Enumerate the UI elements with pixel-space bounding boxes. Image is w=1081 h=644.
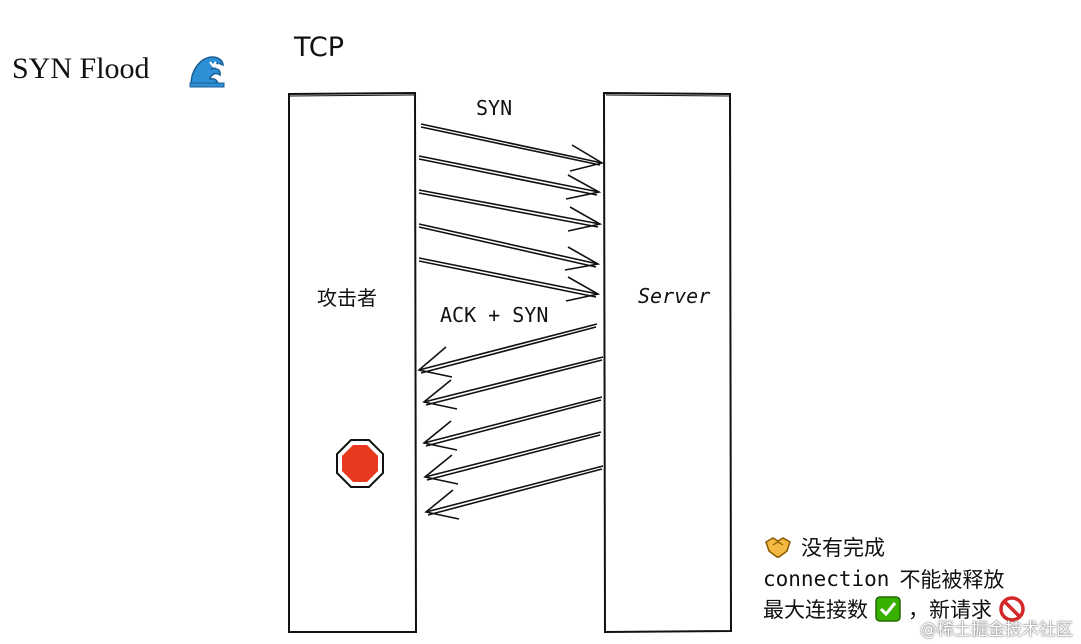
ack-syn-arrow bbox=[417, 323, 598, 378]
syn-arrow bbox=[420, 123, 605, 172]
note-incomplete: 没有完成 bbox=[763, 532, 885, 562]
handshake-icon bbox=[765, 537, 791, 558]
syn-arrow bbox=[418, 155, 602, 200]
server-label: Server bbox=[638, 284, 711, 308]
slide-title: SYN Flood bbox=[12, 52, 150, 85]
note-incomplete-text: 没有完成 bbox=[801, 536, 885, 560]
stop-sign-icon bbox=[336, 439, 384, 488]
attacker-lane bbox=[288, 91, 418, 633]
ack-syn-arrow bbox=[422, 396, 603, 451]
diagram-title: TCP bbox=[294, 32, 345, 63]
note-max-text-a: 最大连接数 bbox=[763, 598, 868, 622]
note-max-text-b: ，新请求 bbox=[908, 598, 992, 622]
ack-syn-arrow bbox=[424, 465, 604, 520]
ack-syn-arrow bbox=[422, 356, 604, 410]
syn-arrows bbox=[418, 123, 605, 302]
note-connection: connection 不能被释放 bbox=[763, 564, 1004, 594]
water-wave-icon bbox=[189, 56, 225, 88]
syn-arrow bbox=[418, 223, 601, 271]
note-connection-text: 不能被释放 bbox=[899, 568, 1005, 592]
ack-syn-arrow bbox=[423, 431, 602, 485]
syn-arrow bbox=[418, 257, 601, 302]
syn-label: SYN bbox=[476, 96, 513, 120]
check-mark-button-icon bbox=[875, 596, 901, 622]
watermark: @稀土掘金技术社区 bbox=[920, 620, 1073, 640]
note-connection-code: connection bbox=[763, 567, 890, 591]
note-max-connections: 最大连接数 ，新请求 bbox=[763, 594, 1026, 624]
ack-syn-label: ACK + SYN bbox=[440, 303, 549, 327]
server-lane bbox=[602, 91, 733, 634]
ack-syn-arrows bbox=[417, 323, 604, 520]
syn-arrow bbox=[418, 189, 603, 232]
prohibited-icon bbox=[999, 596, 1025, 622]
attacker-label: 攻击者 bbox=[317, 286, 377, 310]
